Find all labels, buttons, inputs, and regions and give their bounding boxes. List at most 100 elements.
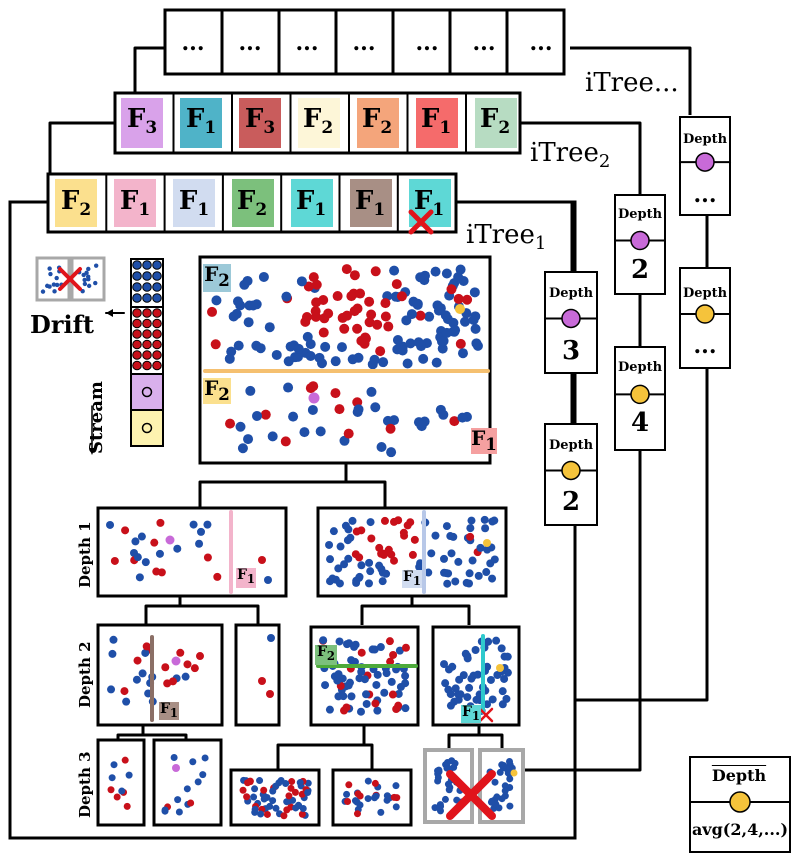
depth1-right-point xyxy=(447,549,456,558)
depth1-right-point xyxy=(480,515,489,524)
feature-cell-2-3: F3 xyxy=(244,104,276,139)
depth2-c-point xyxy=(385,637,394,646)
root-scatter-point xyxy=(356,335,367,346)
depth1-right-point xyxy=(476,543,485,552)
root-scatter-point-lower xyxy=(330,388,341,399)
depth1-right-point xyxy=(483,545,492,554)
root-scatter-point xyxy=(320,341,331,352)
depth2-d-point xyxy=(446,701,455,710)
depth2-a-point xyxy=(109,635,118,644)
depth2-a-point xyxy=(122,697,131,706)
root-scatter-point xyxy=(285,341,296,352)
root-scatter-point xyxy=(380,311,391,322)
depth3-c-point xyxy=(287,784,295,792)
feature-cell-1-1: F2 xyxy=(60,186,92,221)
root-scatter-point xyxy=(347,354,358,365)
stream-point-anomaly xyxy=(142,308,152,318)
depth2-d-point xyxy=(493,670,502,679)
depth2-d-point xyxy=(471,645,480,654)
root-scatter-point-lower xyxy=(334,404,345,415)
depth1-left-point xyxy=(110,556,119,565)
root-scatter-point xyxy=(207,306,218,317)
root-scatter-point-lower xyxy=(315,426,326,437)
depth2-c-point xyxy=(394,689,403,698)
root-scatter-point xyxy=(401,315,412,326)
depth2-d-point xyxy=(503,652,512,661)
depth3-a-point xyxy=(107,786,115,794)
depth3-d-point xyxy=(371,794,379,802)
depth3-e-point xyxy=(445,786,453,794)
depth2-c-point xyxy=(325,705,334,714)
depth3-d-point xyxy=(364,777,372,785)
split-tag-d2-c: F2 xyxy=(315,645,337,665)
depth-box-n-a-marker xyxy=(695,152,715,172)
drift-window-point xyxy=(86,276,91,282)
feature-cell-n-box xyxy=(448,8,509,76)
tree-edge-d2c-b xyxy=(364,743,374,770)
stream-point-normal xyxy=(152,260,162,270)
stream-point-anomaly xyxy=(152,318,162,329)
depth3-d-point xyxy=(371,779,379,787)
stream-point-normal xyxy=(152,282,162,292)
stream-point-normal xyxy=(132,293,142,303)
depth3-c-point xyxy=(243,793,251,801)
feature-cell-2-fill xyxy=(416,98,458,148)
root-scatter-point xyxy=(232,296,243,307)
depth1-right-point xyxy=(410,535,419,544)
root-scatter-point xyxy=(224,353,235,364)
depth2-c-point xyxy=(360,675,369,684)
depth1-right-point xyxy=(488,574,497,583)
depth2-d-point xyxy=(488,695,497,704)
root-scatter-point xyxy=(453,293,464,304)
stream-point-anomaly xyxy=(142,360,152,371)
root-scatter-point xyxy=(441,268,452,279)
depth2-d-point xyxy=(455,675,464,684)
feature-cell-1-6: F1 xyxy=(354,186,386,221)
depth1-left-point xyxy=(131,537,140,546)
root-scatter-point xyxy=(211,295,222,306)
depth2-c-point xyxy=(389,650,398,659)
feature-cell-1-fill xyxy=(114,179,156,227)
feature-cell-1-2: F1 xyxy=(119,186,151,221)
depth2-a-point xyxy=(108,649,117,658)
feature-cell-n-1: ... xyxy=(181,30,205,56)
root-scatter-point-lower xyxy=(252,410,263,421)
depth2-c-point xyxy=(396,682,405,691)
root-scatter-point xyxy=(341,310,352,321)
depth3-a-point xyxy=(108,774,116,782)
depth2-c-point xyxy=(371,699,380,708)
depth3-c-point xyxy=(285,797,293,805)
stream-point-anomaly xyxy=(132,318,142,329)
root-scatter-point-lower xyxy=(389,415,400,426)
depth2-d-point xyxy=(486,675,495,684)
root-scatter-point xyxy=(457,348,468,359)
root-scatter-point xyxy=(336,342,347,353)
feature-cell-2-5: F2 xyxy=(361,104,393,139)
root-scatter-point xyxy=(283,356,294,367)
stream-point-normal xyxy=(132,282,142,292)
depth3-e-point xyxy=(435,766,443,774)
drift-window-point xyxy=(40,289,46,294)
depth3-d-point xyxy=(390,793,398,801)
drift-window-old xyxy=(35,256,71,302)
root-scatter-point xyxy=(402,358,413,369)
depth2-c-point xyxy=(401,704,410,713)
depth2-d-query xyxy=(496,664,504,672)
depth3-c-point xyxy=(272,804,280,812)
depth2-c-point xyxy=(387,677,396,686)
itree-label-1: iTree1 xyxy=(466,220,547,255)
depth2-c-point xyxy=(376,643,385,652)
drift-window-point xyxy=(86,266,91,272)
depth1-left-point xyxy=(189,520,198,529)
root-scatter-point xyxy=(316,358,327,369)
depth1-right-point xyxy=(408,550,417,559)
root-scatter-point xyxy=(352,323,363,334)
root-scatter-point xyxy=(415,310,426,321)
depth2-a-point xyxy=(132,675,141,684)
itree-label-2: iTree2 xyxy=(530,138,611,173)
drift-window-point xyxy=(93,280,98,286)
depth1-right-point xyxy=(377,549,386,558)
depth3-c-point xyxy=(288,778,296,786)
depth1-right-point xyxy=(344,554,353,563)
depth1-right-point xyxy=(466,524,475,533)
